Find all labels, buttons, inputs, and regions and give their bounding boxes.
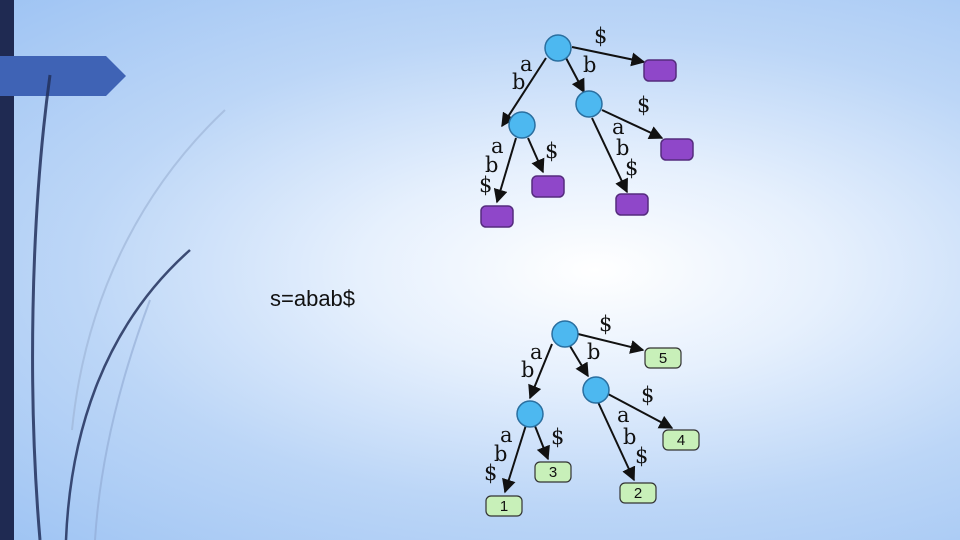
bottom-edge-mid-leaf (597, 401, 636, 482)
top-edge-label-right-b: b (616, 136, 630, 160)
top-edge-label-a: a (520, 52, 533, 76)
bottom-edge-root-left (528, 343, 553, 400)
bottom-leaf-2: 2 (619, 482, 657, 504)
top-edge-left-leaf (493, 137, 517, 204)
bottom-edge-label-a: a (530, 340, 543, 364)
top-edge-root-right (571, 46, 646, 67)
bottom-edge-label-b: b (521, 358, 535, 382)
top-left-node (508, 111, 536, 139)
bottom-edge-label-left-dollar: $ (484, 461, 498, 485)
leaf-label-2: 2 (634, 485, 642, 502)
bottom-edge-mid-right (607, 393, 674, 429)
top-edge-label-right-dollar: $ (625, 156, 639, 180)
top-edge-mid-leaf (591, 117, 628, 194)
top-root-node (544, 34, 572, 62)
top-edge-label-root-dollar: $ (594, 24, 608, 48)
top-edge-label-left-b: b (485, 153, 499, 177)
bottom-edge-label-right-b: b (623, 425, 637, 449)
leaf-label-4: 4 (677, 432, 685, 449)
top-mid-node (575, 90, 603, 118)
leaf-label-5: 5 (659, 350, 667, 367)
bottom-leaf-1: 1 (485, 495, 523, 517)
top-edge-mid-right (601, 109, 664, 140)
leaf-label-1: 1 (500, 498, 508, 515)
bottom-edge-label-right-dollar: $ (635, 444, 649, 468)
bottom-leaf-5: 5 (644, 347, 682, 369)
bottom-edge-left-leaf (502, 424, 527, 494)
top-edge-label-left-mid-dollar: $ (545, 139, 559, 163)
bottom-edge-label-right-a: a (617, 403, 630, 427)
bottom-edge-label-left-mid-dollar: $ (551, 425, 565, 449)
top-edge-label-mid-right-dollar: $ (637, 93, 651, 117)
top-edge-label-b: b (512, 70, 526, 94)
bottom-mid-node (582, 376, 610, 404)
bottom-edge-label-left-b: b (494, 442, 508, 466)
top-edge-label-root-mid-b: b (583, 53, 597, 77)
leaf-label-3: 3 (549, 464, 557, 481)
bottom-edge-left-mid (534, 425, 550, 461)
string-definition: s=abab$ (270, 286, 356, 311)
bottom-edge-root-mid (569, 345, 589, 378)
bottom-edge-label-left-a: a (500, 423, 513, 447)
bottom-edge-label-mid-right-dollar: $ (641, 383, 655, 407)
top-leaf-root-right (643, 59, 677, 82)
top-leaf-mid-right (660, 138, 694, 161)
bottom-edge-label-root-dollar: $ (599, 312, 613, 336)
top-edge-root-mid (565, 57, 585, 94)
top-edge-root-left (501, 57, 547, 128)
top-edge-label-right-a: a (612, 115, 625, 139)
bottom-left-node (516, 400, 544, 428)
bottom-edge-label-root-mid-b: b (587, 340, 601, 364)
top-leaf-left-mid (531, 175, 565, 198)
top-leaf-mid (615, 193, 649, 216)
left-accent-bar (0, 0, 14, 540)
bottom-leaf-3: 3 (534, 461, 572, 483)
top-edge-left-mid (527, 137, 545, 174)
bottom-edge-root-right (577, 333, 645, 354)
bottom-leaf-4: 4 (662, 429, 700, 451)
top-leaf-left (480, 205, 514, 228)
bottom-root-node (551, 320, 579, 348)
top-edge-label-left-dollar: $ (479, 173, 493, 197)
top-edge-label-left-a: a (491, 134, 504, 158)
